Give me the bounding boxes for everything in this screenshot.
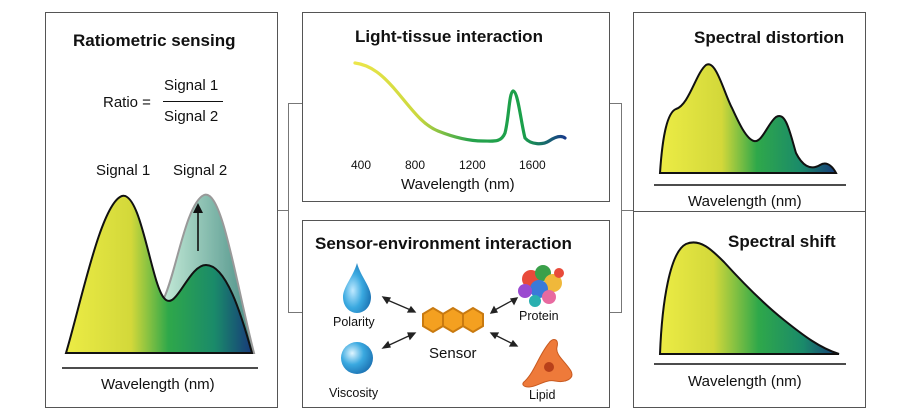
lipid-label: Lipid <box>529 388 556 402</box>
light-tissue-panel: Light-tissue interaction 400 800 1200 16… <box>302 12 610 202</box>
connector <box>288 103 302 105</box>
viscosity-label: Viscosity <box>329 386 379 400</box>
panel-title: Sensor-environment interaction <box>315 234 572 253</box>
absorption-curve <box>353 61 567 146</box>
arrow-head <box>193 203 203 213</box>
connector <box>610 103 622 105</box>
connector <box>288 312 302 314</box>
protein-icon <box>518 265 564 307</box>
shifted-curve <box>658 241 840 355</box>
x-axis-label: Wavelength (nm) <box>401 176 515 193</box>
sensor-diagram <box>341 263 573 388</box>
x-tick-label: 1600 <box>519 158 546 172</box>
distortion-spectrum <box>654 63 846 186</box>
connector <box>621 103 623 313</box>
sensor-environment-panel: Sensor-environment interaction <box>302 220 610 408</box>
ratio-label: Ratio = <box>103 94 151 111</box>
x-axis-label: Wavelength (nm) <box>101 376 215 393</box>
distorted-curve <box>658 63 838 174</box>
absorption-spectrum <box>353 61 567 146</box>
sensor-label: Sensor <box>429 345 477 362</box>
protein-label: Protein <box>519 309 559 323</box>
x-tick-label: 1200 <box>459 158 486 172</box>
panel-title: Light-tissue interaction <box>355 27 543 46</box>
interaction-arrows <box>381 296 519 349</box>
ratiometric-panel: Ratiometric sensing Ratio = Signal 1 Sig… <box>45 12 278 408</box>
sensor-icon <box>422 306 484 334</box>
peak2-label: Signal 2 <box>173 162 228 179</box>
polarity-label: Polarity <box>333 315 375 329</box>
viscosity-icon <box>341 342 373 374</box>
spectrum-curve <box>64 194 254 354</box>
x-tick-label: 800 <box>405 158 426 172</box>
spectral-shift-panel: Spectral shift Wavelength (nm) <box>633 212 866 408</box>
connector <box>610 312 622 314</box>
connector <box>621 210 633 212</box>
x-axis-label: Wavelength (nm) <box>688 193 802 210</box>
panel-title: Spectral shift <box>728 232 836 251</box>
connector <box>278 210 288 212</box>
peak1-label: Signal 1 <box>96 162 151 179</box>
connector <box>288 103 290 313</box>
spectral-distortion-panel: Spectral distortion Wavelength (nm) <box>633 12 866 212</box>
ratiometric-spectrum <box>62 193 258 369</box>
fraction-bar <box>163 101 223 103</box>
shift-spectrum <box>654 241 846 365</box>
polarity-icon <box>343 263 371 313</box>
panel-title: Spectral distortion <box>694 28 845 47</box>
ratio-numerator: Signal 1 <box>164 77 219 94</box>
panel-title: Ratiometric sensing <box>73 31 236 50</box>
x-tick-label: 400 <box>351 158 372 172</box>
ratio-denominator: Signal 2 <box>164 108 219 125</box>
x-axis-label: Wavelength (nm) <box>688 373 802 390</box>
